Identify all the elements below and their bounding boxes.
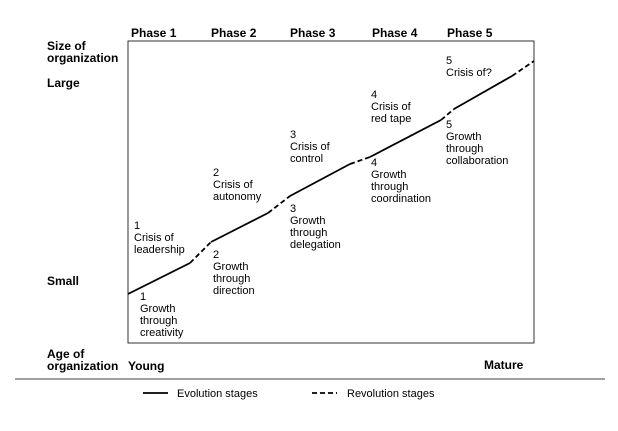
revolution-segment-1 — [189, 241, 212, 264]
evolution-segment-2 — [210, 212, 269, 243]
y-axis-title-line2: organization — [47, 51, 118, 65]
diagram-frame — [127, 40, 535, 344]
svg-text:through: through — [446, 143, 483, 155]
svg-text:Crisis of: Crisis of — [134, 232, 175, 244]
legend-revolution-label: Revolution stages — [347, 388, 435, 400]
svg-text:through: through — [290, 227, 327, 239]
legend: Evolution stages Revolution stages — [143, 388, 435, 400]
phase-2-label: Phase 2 — [211, 26, 257, 40]
svg-text:1: 1 — [134, 220, 140, 232]
crisis-2-label: 2 Crisis of autonomy — [213, 167, 262, 203]
svg-text:5: 5 — [446, 119, 452, 131]
svg-text:red tape: red tape — [371, 113, 411, 125]
x-axis-title-line1: Age of — [47, 347, 85, 361]
growth-4-label: 4 Growth through coordination — [371, 157, 431, 205]
svg-text:collaboration: collaboration — [446, 155, 508, 167]
growth-3-label: 3 Growth through delegation — [290, 203, 341, 251]
phase-1-label: Phase 1 — [131, 26, 177, 40]
svg-text:Crisis of: Crisis of — [290, 141, 331, 153]
revolution-segment-4 — [440, 108, 455, 121]
svg-text:through: through — [213, 273, 250, 285]
revolution-segment-5 — [511, 60, 535, 77]
svg-text:Growth: Growth — [140, 303, 175, 315]
crisis-4-label: 4 Crisis of red tape — [371, 89, 412, 125]
svg-text:coordination: coordination — [371, 193, 431, 205]
svg-text:Crisis of?: Crisis of? — [446, 67, 492, 79]
revolution-segment-2 — [267, 195, 291, 214]
svg-text:4: 4 — [371, 89, 377, 101]
legend-evolution-label: Evolution stages — [177, 388, 258, 400]
svg-text:through: through — [371, 181, 408, 193]
crisis-1-label: 1 Crisis of leadership — [134, 220, 185, 256]
svg-text:2: 2 — [213, 249, 219, 261]
svg-text:3: 3 — [290, 129, 296, 141]
y-axis-large-label: Large — [47, 76, 80, 90]
svg-text:1: 1 — [140, 291, 146, 303]
svg-text:through: through — [140, 315, 177, 327]
svg-text:Growth: Growth — [371, 169, 406, 181]
svg-text:2: 2 — [213, 167, 219, 179]
phase-4-label: Phase 4 — [372, 26, 418, 40]
svg-text:creativity: creativity — [140, 327, 184, 339]
phase-3-label: Phase 3 — [290, 26, 336, 40]
evolution-segment-4 — [369, 119, 442, 158]
phase-5-label: Phase 5 — [447, 26, 493, 40]
y-axis-small-label: Small — [47, 274, 79, 288]
revolution-segment-3 — [349, 156, 371, 165]
evolution-segment-3 — [289, 163, 351, 197]
svg-text:Crisis of: Crisis of — [213, 179, 254, 191]
growth-5-label: 5 Growth through collaboration — [446, 119, 508, 167]
svg-text:Growth: Growth — [446, 131, 481, 143]
svg-text:5: 5 — [446, 55, 452, 67]
svg-text:4: 4 — [371, 157, 377, 169]
svg-text:leadership: leadership — [134, 244, 185, 256]
svg-text:Growth: Growth — [290, 215, 325, 227]
svg-text:Growth: Growth — [213, 261, 248, 273]
svg-text:3: 3 — [290, 203, 296, 215]
crisis-5-label: 5 Crisis of? — [446, 55, 492, 79]
x-axis-young-label: Young — [128, 359, 164, 373]
evolution-segment-5 — [453, 75, 513, 110]
svg-text:Crisis of: Crisis of — [371, 101, 412, 113]
svg-text:direction: direction — [213, 285, 255, 297]
x-axis-mature-label: Mature — [484, 358, 524, 372]
crisis-3-label: 3 Crisis of control — [290, 129, 331, 165]
growth-2-label: 2 Growth through direction — [213, 249, 255, 297]
y-axis-title-line1: Size of — [47, 39, 87, 53]
svg-text:delegation: delegation — [290, 239, 341, 251]
growth-1-label: 1 Growth through creativity — [140, 291, 184, 339]
evolution-segment-1 — [127, 262, 191, 295]
svg-text:control: control — [290, 153, 323, 165]
svg-text:autonomy: autonomy — [213, 191, 262, 203]
x-axis-title-line2: organization — [47, 359, 118, 373]
